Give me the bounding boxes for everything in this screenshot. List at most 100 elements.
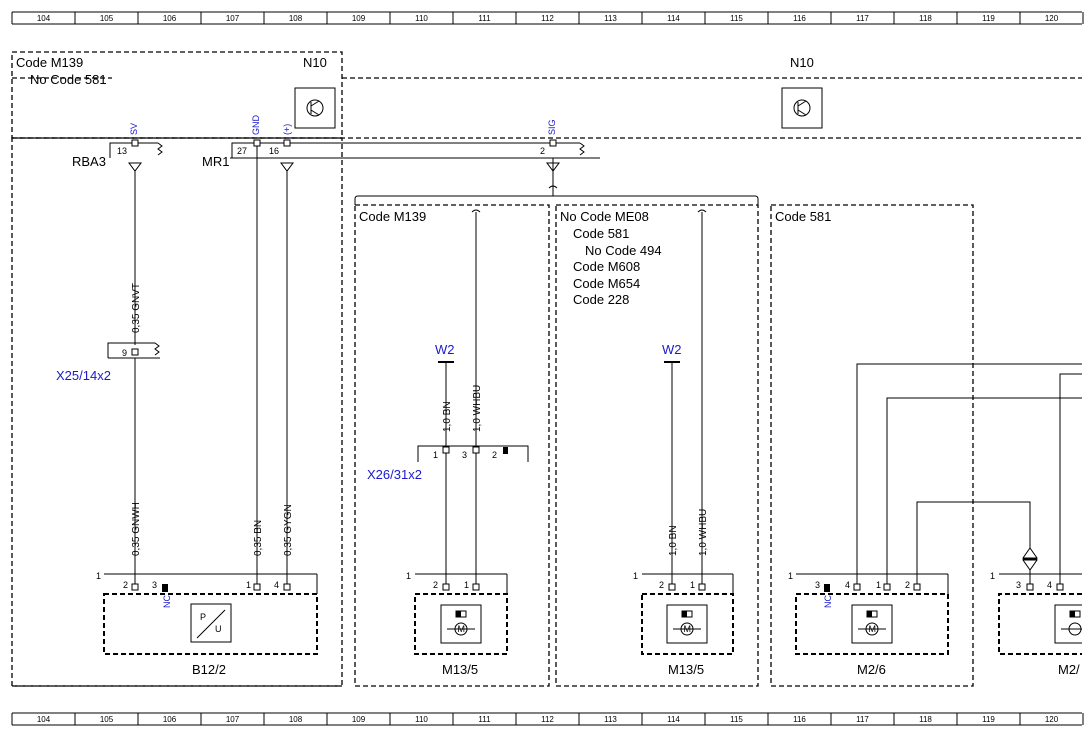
b12-ref: 1 bbox=[96, 571, 101, 581]
column-number: 109 bbox=[352, 14, 366, 23]
ground-symbol bbox=[128, 162, 142, 172]
block-code-581 bbox=[770, 204, 974, 687]
signal-plus: (+) bbox=[282, 124, 292, 135]
connector-rba3 bbox=[109, 139, 163, 158]
mr1-label: MR1 bbox=[202, 154, 229, 169]
column-number: 105 bbox=[100, 14, 114, 23]
m13b-ref: 1 bbox=[633, 571, 638, 581]
m13a-ref: 1 bbox=[406, 571, 411, 581]
n10-left-name: N10 bbox=[303, 55, 327, 70]
column-number: 114 bbox=[667, 14, 680, 23]
column-number: 105 bbox=[100, 715, 114, 724]
component-b12-2 bbox=[103, 593, 318, 655]
column-number: 112 bbox=[541, 14, 554, 23]
column-number: 106 bbox=[163, 715, 177, 724]
b12-pin: 4 bbox=[274, 580, 279, 590]
block-code-m139-title: Code M139 bbox=[359, 209, 426, 224]
svg-text:M: M bbox=[684, 624, 692, 634]
m2-6-pin: 3 bbox=[815, 580, 820, 590]
column-number: 117 bbox=[856, 14, 869, 23]
wire-gygn-label: 0,35 GYGN bbox=[283, 504, 294, 556]
m2-6-nc: NC bbox=[823, 595, 833, 608]
column-number: 104 bbox=[37, 715, 51, 724]
m2-6-pin: 4 bbox=[845, 580, 850, 590]
condition-line: No Code 494 bbox=[585, 243, 662, 258]
svg-text:M: M bbox=[458, 624, 466, 634]
wire-gnvt-label: 0,35 GNVT bbox=[131, 283, 142, 333]
wire-bn-10-label: 1,0 BN bbox=[668, 525, 679, 556]
wire-m2-partial-4 bbox=[1059, 373, 1082, 588]
signal-gnd: GND bbox=[251, 115, 261, 136]
wire-m2-1 bbox=[886, 397, 1082, 588]
pressure-sensor-icon: P U bbox=[190, 603, 232, 643]
m2-partial-ref: 1 bbox=[990, 571, 995, 581]
n10-left-code: Code M139 bbox=[16, 55, 83, 70]
m2-6-label: M2/6 bbox=[857, 662, 886, 677]
wire-bn-label: 0,35 BN bbox=[253, 520, 264, 556]
block-no-code-me08 bbox=[555, 204, 759, 687]
n10-left-no-code: No Code 581 bbox=[30, 72, 107, 87]
connector-x26 bbox=[417, 445, 529, 462]
transistor-icon bbox=[781, 87, 823, 129]
motor-icon: M bbox=[666, 604, 708, 644]
m2-partial-label: M2/ bbox=[1058, 662, 1080, 677]
column-number: 120 bbox=[1045, 14, 1059, 23]
m13b-label: M13/5 bbox=[668, 662, 704, 677]
b12-pin: 2 bbox=[123, 580, 128, 590]
column-number: 112 bbox=[541, 715, 554, 724]
x26-pin: 3 bbox=[462, 450, 467, 460]
m13a-label: M13/5 bbox=[442, 662, 478, 677]
column-number: 116 bbox=[793, 14, 806, 23]
connector-x25 bbox=[107, 342, 155, 358]
rba3-label: RBA3 bbox=[72, 154, 106, 169]
b12-nc: NC bbox=[162, 595, 172, 608]
frame-left bbox=[11, 137, 343, 687]
wire-m2-4 bbox=[856, 363, 1082, 588]
condition-line: Code 228 bbox=[573, 292, 629, 307]
motor-icon bbox=[1054, 604, 1082, 644]
signal-sv: SV bbox=[129, 123, 139, 135]
column-number: 106 bbox=[163, 14, 177, 23]
column-number: 107 bbox=[226, 14, 240, 23]
component-m13-5-b bbox=[641, 593, 734, 655]
m13a-pin: 1 bbox=[464, 580, 469, 590]
wire-m2-2 bbox=[916, 501, 1031, 588]
column-number: 110 bbox=[415, 14, 428, 23]
svg-text:M: M bbox=[869, 624, 877, 634]
column-number: 116 bbox=[793, 715, 806, 724]
w2-label: W2 bbox=[435, 342, 455, 357]
b12-pin: 1 bbox=[246, 580, 251, 590]
column-number: 115 bbox=[730, 14, 743, 23]
wire-gnwh-label: 0,35 GNWH bbox=[131, 502, 142, 556]
bus-brace bbox=[354, 195, 759, 205]
x25-label: X25/14x2 bbox=[56, 368, 111, 383]
column-number: 120 bbox=[1045, 715, 1059, 724]
wire-bn-10-label: 1,0 BN bbox=[442, 401, 453, 432]
w2-label: W2 bbox=[662, 342, 682, 357]
x26-pin: 1 bbox=[433, 450, 438, 460]
m13b-pin: 1 bbox=[690, 580, 695, 590]
mr1-pin-b: 16 bbox=[269, 146, 279, 156]
connector-mr1 bbox=[231, 142, 580, 158]
column-number: 104 bbox=[37, 14, 51, 23]
column-number: 113 bbox=[604, 14, 617, 23]
block-code-m139 bbox=[354, 204, 550, 687]
m13a-pin: 2 bbox=[433, 580, 438, 590]
motor-icon: M bbox=[851, 604, 893, 644]
m2-6-ref: 1 bbox=[788, 571, 793, 581]
x26-label: X26/31x2 bbox=[367, 467, 422, 482]
m2-6-pin: 2 bbox=[905, 580, 910, 590]
block-code-581-title: Code 581 bbox=[775, 209, 831, 224]
condition-line: Code 581 bbox=[573, 226, 629, 241]
column-number: 118 bbox=[919, 14, 932, 23]
condition-line: Code M608 bbox=[573, 259, 640, 274]
column-number: 110 bbox=[415, 715, 428, 724]
column-number: 115 bbox=[730, 715, 743, 724]
sig-pin: 2 bbox=[540, 146, 545, 156]
wire-whbu-10-label: 1,0 WHBU bbox=[472, 385, 483, 432]
condition-line: No Code ME08 bbox=[560, 209, 649, 224]
column-number: 111 bbox=[478, 715, 491, 724]
column-number: 113 bbox=[604, 715, 617, 724]
n10-right-name: N10 bbox=[790, 55, 814, 70]
